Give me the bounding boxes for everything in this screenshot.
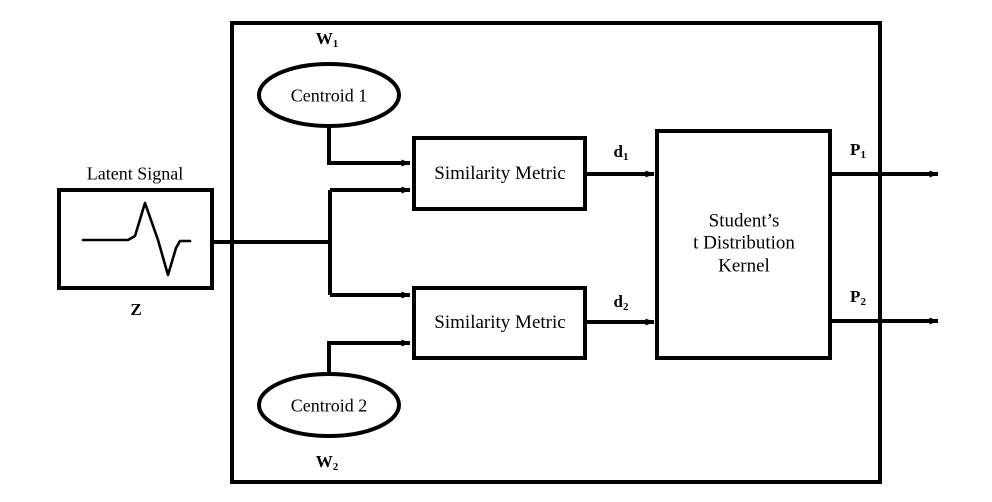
kernel-label: Student’s t Distribution Kernel: [693, 210, 795, 277]
kernel-label-line-1: Student’s: [708, 210, 780, 232]
centroid-1-variable-sub: 1: [332, 37, 339, 50]
centroid-1-variable-base: W: [315, 28, 333, 48]
centroid-1-label: Centroid 1: [290, 85, 368, 106]
p2-label-base: P: [850, 286, 861, 306]
p2-label-sub: 2: [860, 295, 866, 308]
centroid-2-variable: W2: [315, 451, 339, 473]
centroid-2-variable-base: W: [315, 451, 333, 471]
centroid-1-connector: [327, 126, 411, 167]
waveform-icon: [81, 201, 192, 277]
similarity-metric-box-2: [412, 286, 587, 360]
kernel-label-line-2: t Distribution: [693, 232, 795, 254]
p2-label: P2: [850, 286, 866, 308]
d2-label-sub: 2: [622, 300, 629, 313]
p1-label: P1: [850, 139, 866, 161]
latent-signal-variable: Z: [130, 300, 141, 320]
kernel-box: [655, 129, 832, 360]
d1-label-base: d: [613, 141, 623, 161]
kernel-label-line-3: Kernel: [718, 255, 770, 277]
centroid-2-variable-sub: 2: [332, 460, 339, 473]
centroid-1-variable: W1: [315, 28, 339, 50]
centroid-2-connector: [327, 339, 411, 374]
outer-container-rect: [230, 21, 882, 484]
latent-signal-variable-base: Z: [130, 299, 142, 319]
latent-signal-title: Latent Signal: [86, 163, 184, 184]
d1-label: d1: [613, 141, 629, 163]
similarity-metric-label-1: Similarity Metric: [434, 162, 566, 184]
similarity-metric-label-2: Similarity Metric: [434, 311, 566, 333]
d2-label: d2: [613, 291, 629, 313]
d1-label-sub: 1: [622, 150, 629, 163]
p1-label-base: P: [850, 139, 861, 159]
centroid-2-label: Centroid 2: [290, 395, 368, 416]
similarity-metric-box-1: [412, 136, 587, 211]
latent-signal-box: [57, 188, 214, 290]
d2-label-base: d: [613, 291, 623, 311]
p1-label-sub: 1: [860, 148, 866, 161]
